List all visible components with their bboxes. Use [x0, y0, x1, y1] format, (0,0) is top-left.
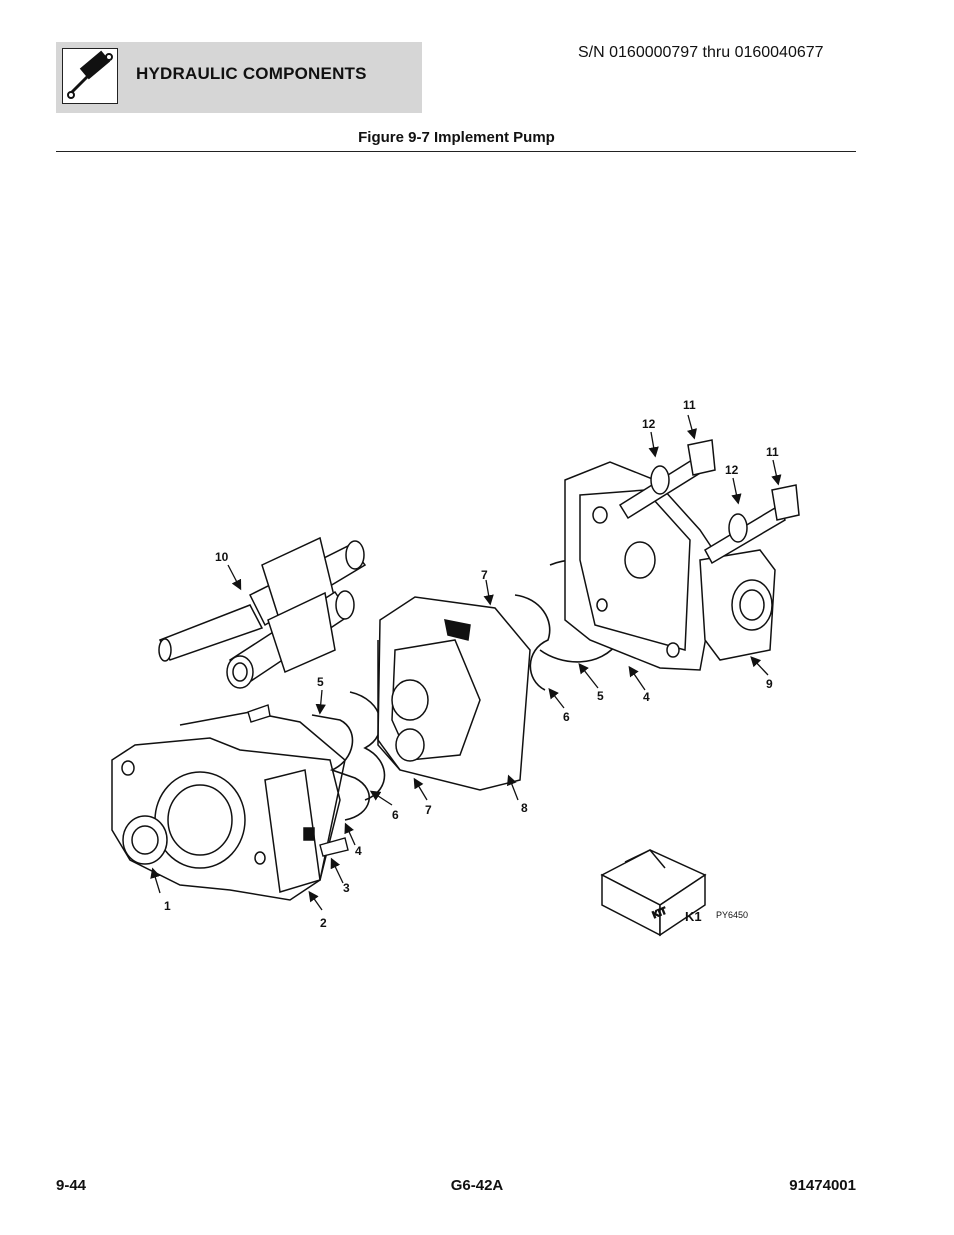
figure-title: Figure 9-7 Implement Pump [358, 129, 555, 146]
callout-1: 1 [164, 899, 171, 913]
kit-label: K1 [685, 909, 702, 924]
kit-box-illustration: KIT [600, 849, 707, 937]
callout-7-upper: 7 [481, 568, 488, 582]
callout-7-lower: 7 [425, 803, 432, 817]
section-title: HYDRAULIC COMPONENTS [136, 64, 367, 83]
callout-5-left: 5 [317, 675, 324, 689]
header-rule [56, 151, 856, 152]
serial-number-range: S/N 0160000797 thru 0160040677 [578, 44, 824, 61]
callout-9: 9 [766, 677, 773, 691]
callout-3: 3 [343, 881, 350, 895]
rear-cover [564, 461, 776, 671]
page-number: 9-44 [56, 1177, 87, 1194]
callout-4-left: 4 [355, 844, 362, 858]
center-gear-housing [377, 596, 531, 791]
callout-4-right: 4 [643, 690, 650, 704]
callout-11-lower: 11 [766, 445, 779, 459]
callout-10: 10 [215, 550, 229, 564]
callout-8: 8 [521, 801, 528, 815]
callout-12-lower: 12 [725, 463, 739, 477]
shaft-seal [122, 815, 168, 865]
manual-number: 91474001 [789, 1177, 856, 1194]
callout-12-upper: 12 [642, 417, 656, 431]
bolts-and-washers [618, 439, 800, 565]
callout-6-right: 6 [563, 710, 570, 724]
dowel-pin [247, 704, 349, 857]
callout-11-upper: 11 [683, 398, 696, 412]
front-flange-housing [111, 711, 346, 901]
drawing-code: PY6450 [716, 910, 748, 920]
callout-5-right: 5 [597, 689, 604, 703]
callout-6-left: 6 [392, 808, 399, 822]
model-number: G6-42A [450, 1177, 504, 1194]
seal-set-left [311, 691, 386, 821]
hydraulic-cylinder-icon [62, 48, 118, 104]
gear-shafts [158, 536, 367, 689]
callout-2: 2 [320, 916, 327, 930]
